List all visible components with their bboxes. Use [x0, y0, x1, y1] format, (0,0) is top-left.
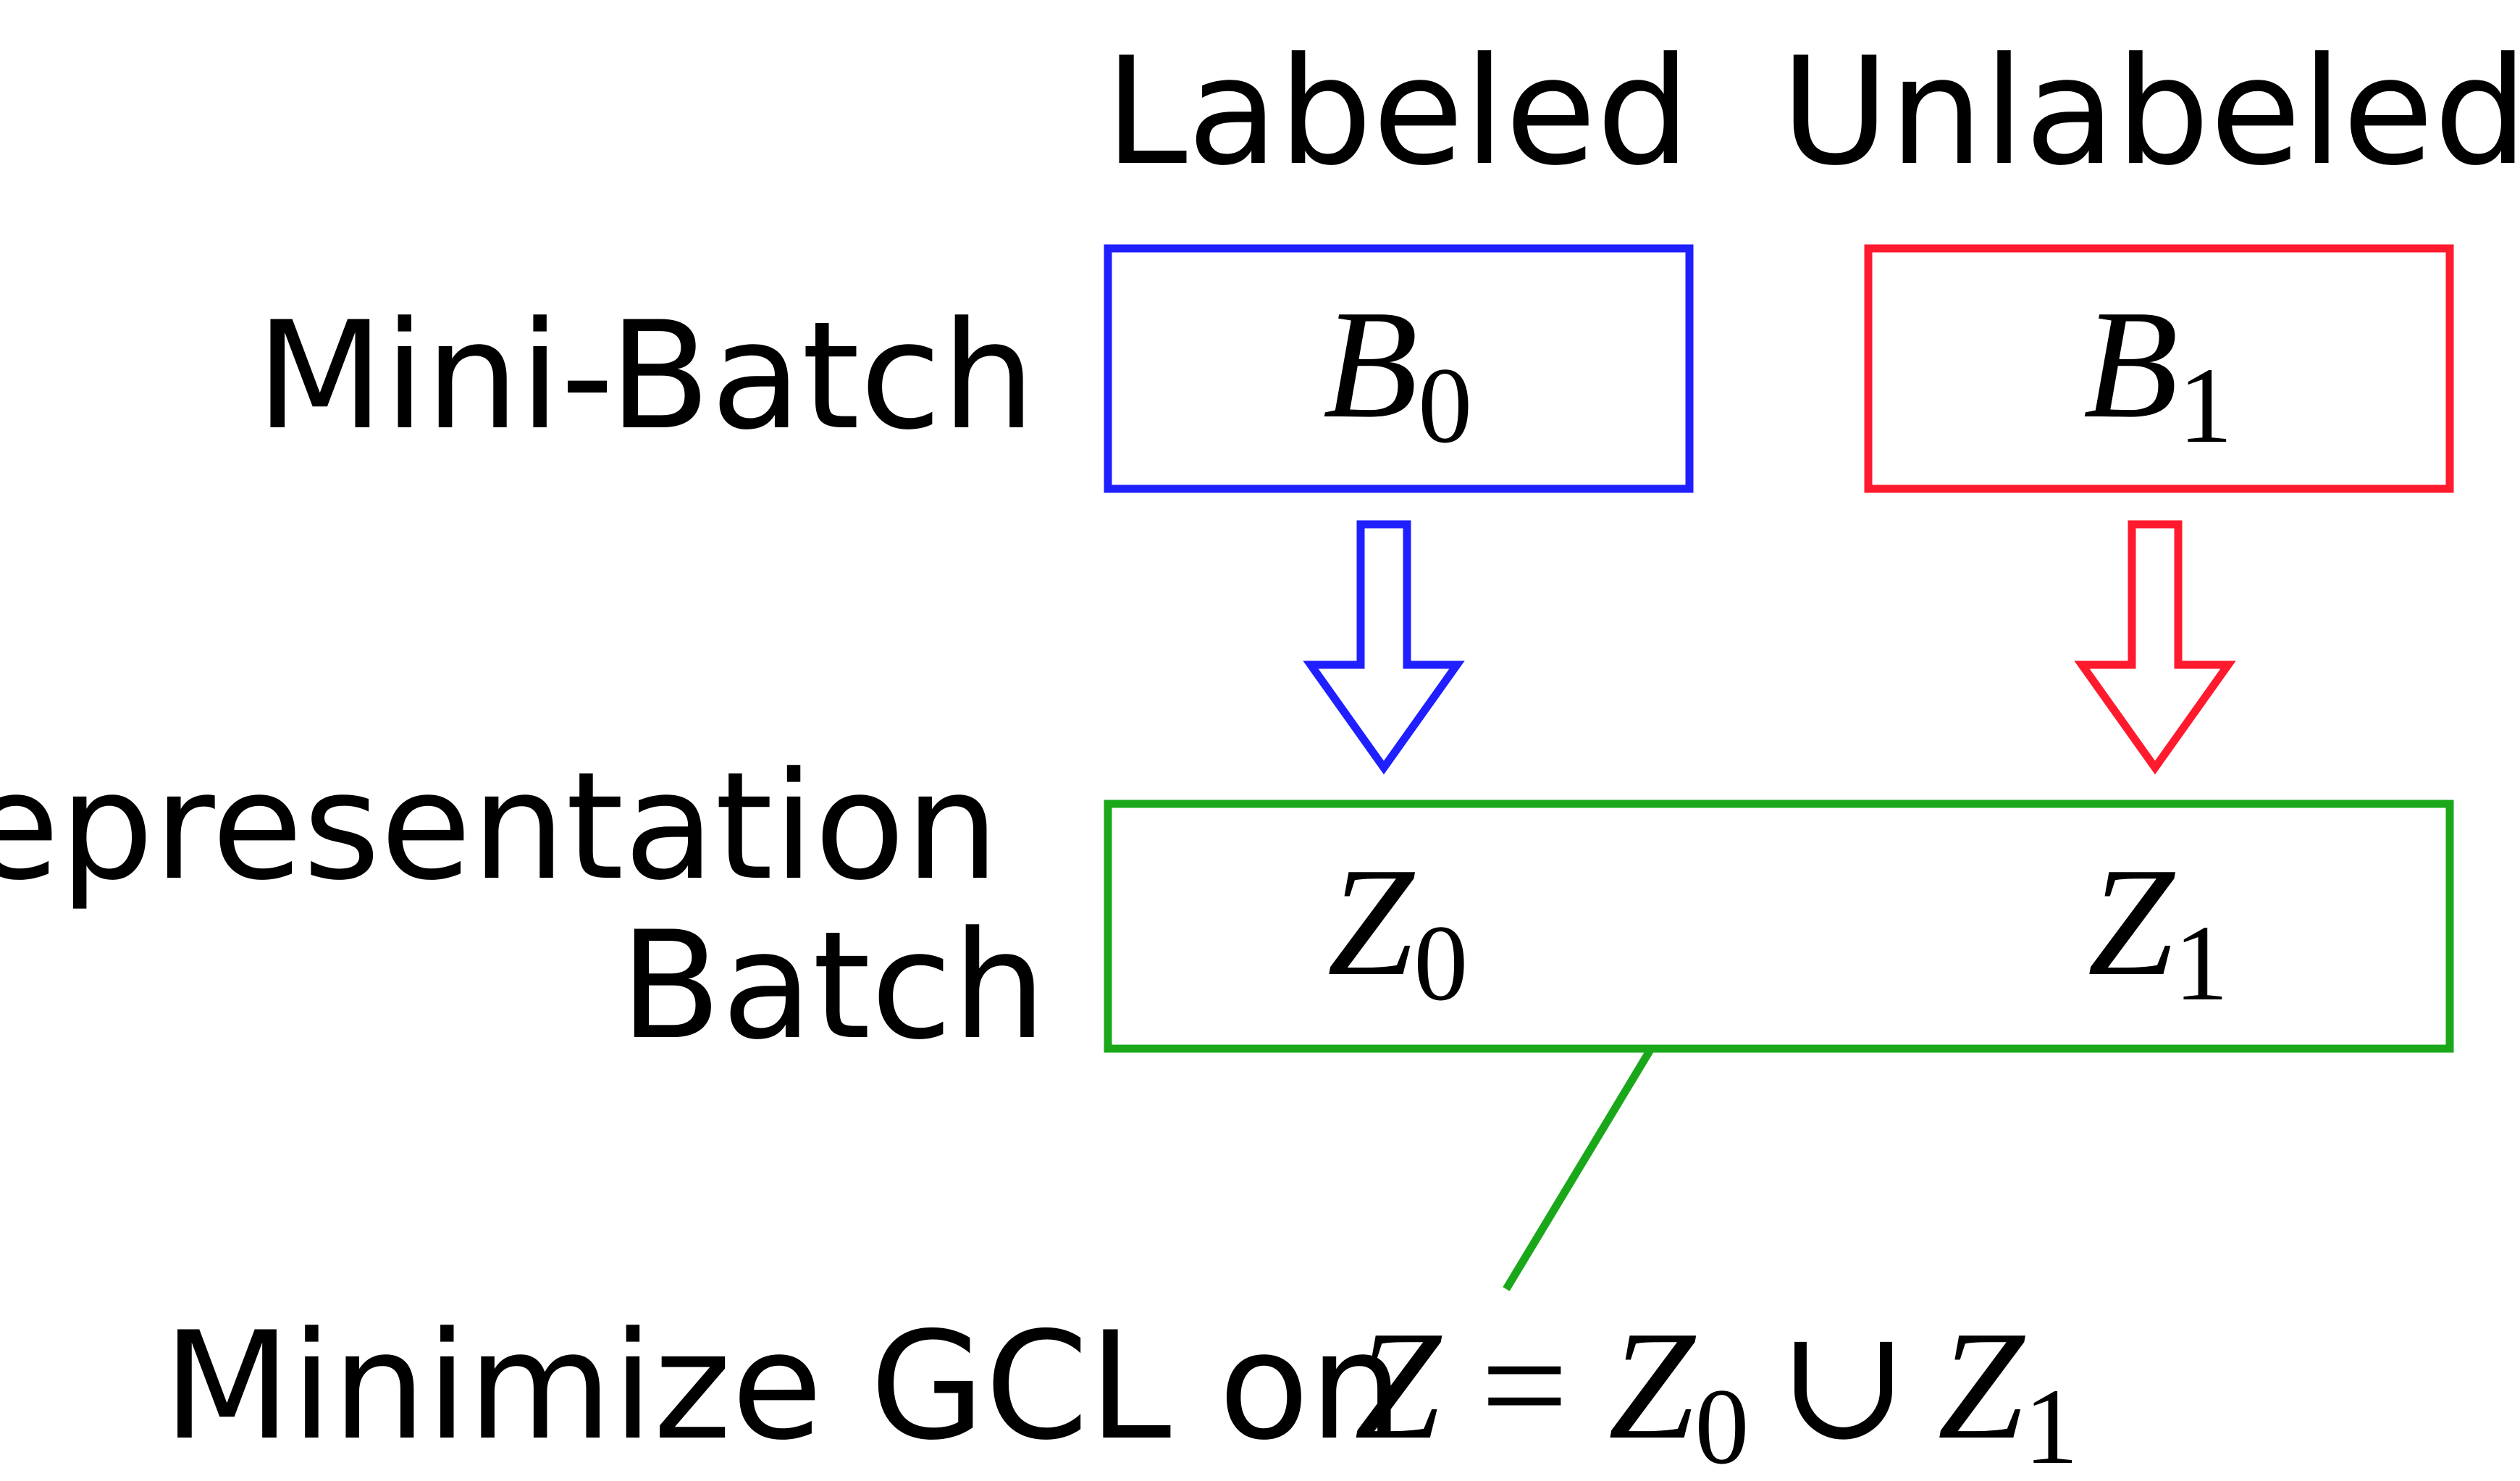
formula-z0-symbol: Z	[1608, 1299, 1697, 1472]
objective-formula: Z=Z0∪Z1	[1354, 1299, 2078, 1481]
z0-symbol: Z	[1327, 835, 1416, 1008]
b0-subscript: 0	[1418, 345, 1472, 466]
objective-text: Minimize GCL on	[163, 1301, 1403, 1473]
mini-batch-row-label: Mini-Batch	[256, 290, 1036, 463]
representation-label-line1: Representation	[0, 741, 999, 913]
z1-symbol: Z	[2088, 835, 2176, 1008]
b1-label: B1	[2083, 277, 2233, 466]
unlabeled-down-arrow	[2074, 520, 2236, 775]
b1-subscript: 1	[2178, 345, 2233, 466]
representation-batch-box	[1104, 800, 2454, 1053]
formula-z0-subscript: 0	[1694, 1367, 1749, 1481]
b0-box	[1104, 244, 1694, 493]
formula-z: Z	[1354, 1299, 1442, 1472]
formula-z1-symbol: Z	[1938, 1299, 2026, 1472]
z0-label: Z0	[1327, 835, 1469, 1023]
b1-box	[1864, 244, 2454, 493]
labeled-column-header: Labeled	[1104, 26, 1690, 198]
formula-equals: =	[1481, 1299, 1568, 1472]
z0-subscript: 0	[1414, 903, 1468, 1023]
representation-batch-row-label: Representation Batch	[0, 741, 1046, 1073]
representation-label-line2: Batch	[620, 900, 1046, 1073]
b1-symbol: B	[2083, 277, 2178, 450]
formula-z1-subscript: 1	[2024, 1367, 2078, 1481]
b0-label: B0	[1323, 277, 1472, 466]
labeled-down-arrow	[1303, 520, 1465, 775]
unlabeled-column-header: Unlabeled	[1781, 26, 2520, 198]
z1-label: Z1	[2088, 835, 2229, 1023]
formula-union: ∪	[1778, 1299, 1908, 1472]
b0-symbol: B	[1323, 277, 1418, 450]
z1-subscript: 1	[2174, 903, 2228, 1023]
objective-connector-line	[1503, 1046, 1655, 1291]
